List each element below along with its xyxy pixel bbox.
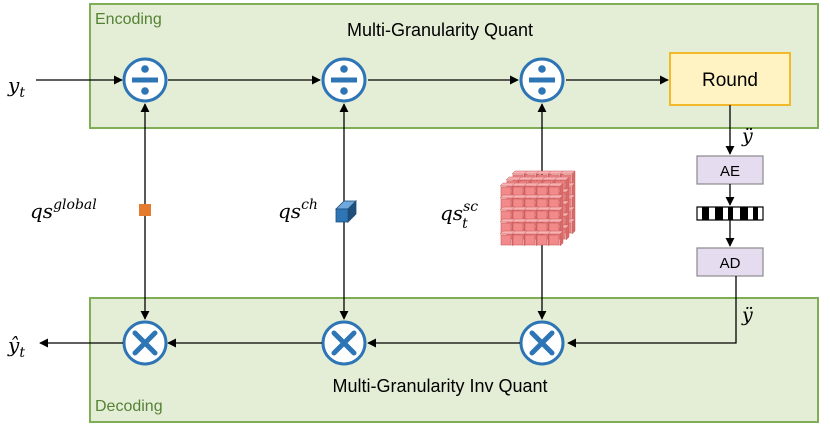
input-label: yt <box>7 73 25 101</box>
multiply-operator-spatial <box>519 320 565 366</box>
round-label: Round <box>702 70 758 91</box>
decoding-panel <box>89 297 819 423</box>
channel-quant-cube <box>335 200 357 223</box>
divide-operator-global <box>122 57 168 103</box>
encoding-section-label: Encoding <box>95 11 162 28</box>
channel-quant-label: qsch <box>278 197 318 223</box>
multiply-operator-channel <box>321 320 367 366</box>
divide-operator-channel <box>321 57 367 103</box>
multiply-operator-global <box>122 320 168 366</box>
ad-box <box>696 247 764 277</box>
bitstream <box>696 206 764 221</box>
arrow-ad-decoding <box>567 276 737 348</box>
decoding-section-label: Decoding <box>95 398 163 415</box>
quantized-symbol-top: ÿ <box>741 125 753 147</box>
ae-box <box>696 155 764 185</box>
spatial-quant-cube <box>499 170 576 247</box>
divide-operator-spatial <box>519 57 565 103</box>
quantized-symbol-bottom: ÿ <box>741 304 753 326</box>
encoding-title: Multi-Granularity Quant <box>347 20 533 40</box>
decoding-title: Multi-Granularity Inv Quant <box>332 376 547 396</box>
global-quant-marker <box>139 204 151 216</box>
ae-label: AE <box>720 163 740 180</box>
output-label: ŷt <box>7 333 25 361</box>
global-quant-label: qsglobal <box>30 197 97 223</box>
ad-label: AD <box>720 255 741 272</box>
